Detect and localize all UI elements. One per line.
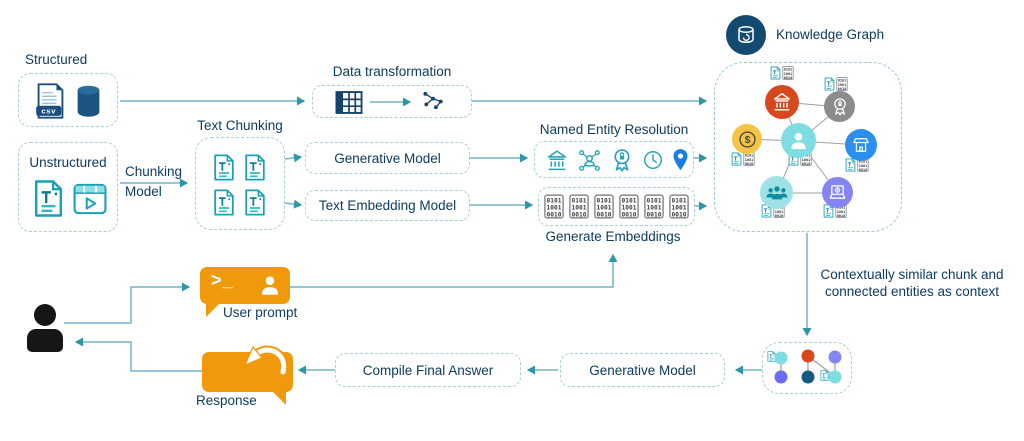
user-person-icon xyxy=(27,304,63,352)
kg-chunk-pair xyxy=(824,77,848,91)
generative-model-label: Generative Model xyxy=(334,150,441,166)
kg-node-bank xyxy=(765,85,799,119)
kg-node-group xyxy=(760,176,793,209)
binary-chip-icon xyxy=(644,194,664,219)
kg-node-laptop xyxy=(822,177,853,208)
text-embedding-model-label: Text Embedding Model xyxy=(318,198,457,213)
user-prompt-label: User prompt xyxy=(223,305,298,320)
generative-model-2-box: Generative Model xyxy=(560,353,725,387)
binary-chip-icon xyxy=(594,194,614,219)
wire-chunks-to-genmodel xyxy=(284,153,303,163)
transform-arrow xyxy=(370,98,412,106)
csv-file-icon xyxy=(35,83,66,119)
text-document-icon xyxy=(33,180,64,217)
prompt-bubble-tail xyxy=(206,302,221,317)
terminal-prompt-glyph: >_ xyxy=(211,270,234,290)
kg-node-badge xyxy=(824,91,855,122)
generate-embeddings-label: Generate Embeddings xyxy=(545,229,681,244)
ner-label: Named Entity Resolution xyxy=(539,122,689,137)
structured-label: Structured xyxy=(25,52,88,67)
generative-model-box: Generative Model xyxy=(305,142,470,174)
wire-user-to-prompt xyxy=(64,282,191,324)
kg-node-shop xyxy=(845,129,877,161)
compile-final-answer-box: Compile Final Answer xyxy=(335,353,521,387)
knowledge-graph-icon xyxy=(726,15,766,55)
kg-node-person xyxy=(781,123,816,158)
embeddings-box xyxy=(538,187,695,226)
knowledge-graph-title: Knowledge Graph xyxy=(776,27,885,42)
chunk-doc-icon xyxy=(244,189,266,216)
unstructured-label: Unstructured xyxy=(29,155,107,170)
person-network-icon xyxy=(577,148,602,173)
unstructured-box: Unstructured xyxy=(18,142,118,232)
context-note-line2: connected entities as context xyxy=(824,283,1000,299)
reply-arrow-icon xyxy=(243,345,289,376)
response-bubble-tail xyxy=(271,390,286,405)
generative-model-2-label: Generative Model xyxy=(589,362,696,378)
award-badge-icon xyxy=(609,145,635,175)
graph-transform-icon xyxy=(421,90,447,115)
kg-node-dollar xyxy=(732,124,762,154)
person-body xyxy=(27,329,63,352)
wire-chunks-to-embedmodel xyxy=(284,199,303,209)
user-prompt-icon: >_ xyxy=(200,267,290,317)
prompt-bubble xyxy=(200,267,290,304)
bank-building-icon xyxy=(544,148,570,173)
compile-final-answer-label: Compile Final Answer xyxy=(362,362,494,378)
text-embedding-model-box: Text Embedding Model xyxy=(305,190,470,221)
data-transformation-label: Data transformation xyxy=(332,64,452,79)
chunking-model-label: Chunking Model xyxy=(125,164,183,199)
database-graph-glyph xyxy=(734,23,758,47)
context-note: Contextually similar chunk and connected… xyxy=(812,267,1012,300)
chunk-doc-icon xyxy=(213,154,235,181)
text-chunking-box xyxy=(195,137,285,230)
location-pin-icon xyxy=(670,146,691,174)
context-note-line1: Contextually similar chunk and xyxy=(820,267,1004,282)
context-subgraph xyxy=(767,349,842,384)
response-label: Response xyxy=(196,393,257,408)
binary-chip-icon xyxy=(669,194,689,219)
response-icon xyxy=(202,345,293,405)
kg-chunk-pair xyxy=(731,152,755,166)
binary-chip-icon xyxy=(544,194,564,219)
chunk-doc-icon xyxy=(213,189,235,216)
binary-chip-icon xyxy=(619,194,639,219)
structured-box xyxy=(18,73,118,127)
chunk-doc-icon xyxy=(244,154,266,181)
data-transformation-box xyxy=(312,85,472,118)
knowledge-graph-edges xyxy=(746,101,862,194)
wire-prompt-to-embeddings xyxy=(290,253,618,288)
video-icon xyxy=(73,182,107,216)
wire-response-to-user xyxy=(74,337,202,372)
kg-chunk-pair xyxy=(770,66,794,80)
clock-icon xyxy=(642,149,664,171)
text-chunking-label: Text Chunking xyxy=(197,118,283,133)
prompt-user-icon xyxy=(257,272,283,298)
table-icon xyxy=(335,91,363,114)
person-head xyxy=(34,304,56,326)
database-icon xyxy=(74,84,103,118)
ner-box xyxy=(534,141,694,178)
binary-chip-icon xyxy=(569,194,589,219)
